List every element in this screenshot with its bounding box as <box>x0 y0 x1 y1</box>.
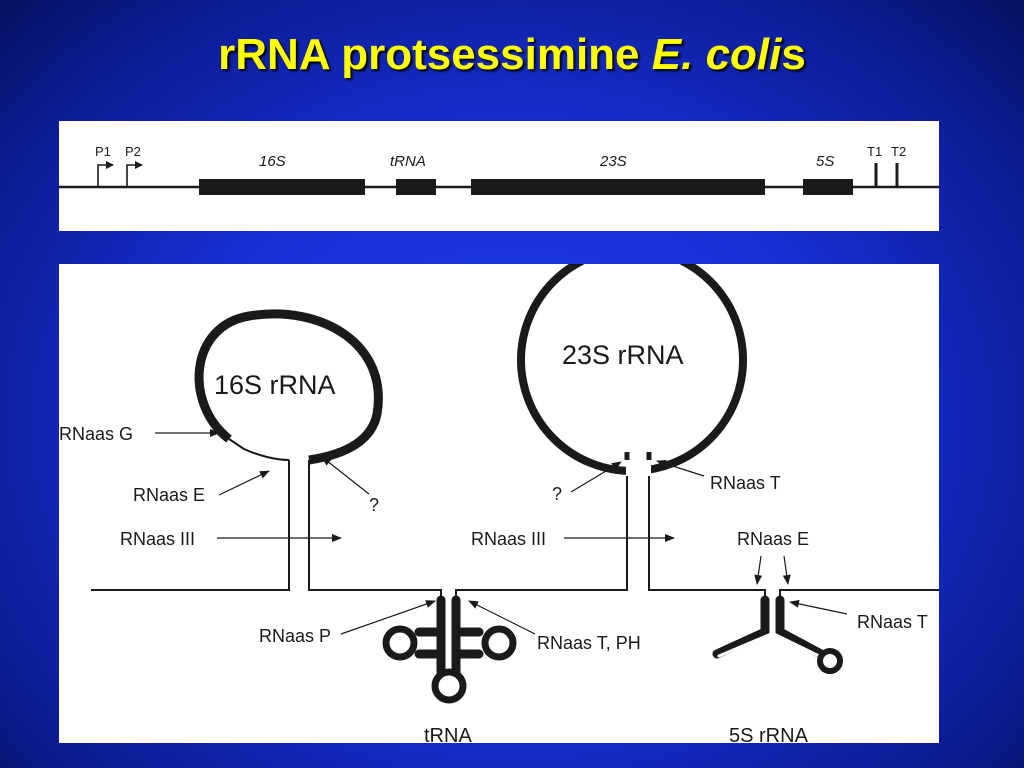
gene-23s-block <box>471 179 765 195</box>
label-rnase-t-ph: RNaas T, PH <box>537 633 641 653</box>
label-question-16s: ? <box>369 495 379 515</box>
trna-label: tRNA <box>424 725 472 743</box>
terminator-t1-label: T1 <box>867 144 882 159</box>
label-rnase-e-16s: RNaas E <box>133 485 205 505</box>
cleavage-arrows <box>155 429 848 635</box>
label-rnase-g: RNaas G <box>59 424 133 444</box>
gene-23s-label: 23S <box>599 153 627 170</box>
title-suffix: s <box>781 30 806 79</box>
terminator-t2-label: T2 <box>891 144 906 159</box>
processing-panel: 16S rRNA 23S rRNA tRNA 5S rRNA <box>59 264 939 743</box>
rrna-16s-loop: 16S rRNA <box>194 309 383 465</box>
slide-title: rRNA protsessimine E. colis <box>0 30 1024 80</box>
label-rnase-t-23s: RNaas T <box>710 473 781 493</box>
gene-16s-block <box>199 179 365 195</box>
rrna-23s-loop: 23S rRNA <box>517 264 747 476</box>
processing-diagram: 16S rRNA 23S rRNA tRNA 5S rRNA <box>59 264 939 743</box>
label-question-23s: ? <box>552 484 562 504</box>
promoter-p1: P1 <box>95 144 114 187</box>
gene-trna-label: tRNA <box>390 153 426 170</box>
title-main: rRNA protsessimine <box>218 30 652 79</box>
terminator-t1: T1 <box>867 144 882 187</box>
trna-structure: tRNA <box>382 595 517 743</box>
rrna-23s-label: 23S rRNA <box>562 340 684 370</box>
operon-map: P1 P2 16S tRNA 23S 5S T1 T2 <box>59 144 939 195</box>
rrna-16s-label: 16S rRNA <box>214 370 336 400</box>
label-rnase-e-5s: RNaas E <box>737 529 809 549</box>
terminator-t2: T2 <box>891 144 906 187</box>
transcript-backbone <box>91 454 939 600</box>
label-rnase-t-5s: RNaas T <box>857 612 928 632</box>
promoter-p2: P2 <box>125 144 143 187</box>
operon-map-panel: P1 P2 16S tRNA 23S 5S T1 T2 <box>59 121 939 231</box>
gene-5s-label: 5S <box>816 153 834 170</box>
promoter-p1-label: P1 <box>95 144 111 159</box>
rrna-5s-structure: 5S rRNA <box>712 595 843 743</box>
label-rnase-iii-left: RNaas III <box>120 529 195 549</box>
gene-trna-block <box>396 179 436 195</box>
promoter-p2-label: P2 <box>125 144 141 159</box>
gene-5s-block <box>803 179 853 195</box>
rrna-5s-label: 5S rRNA <box>729 725 809 743</box>
gene-16s-label: 16S <box>259 153 286 170</box>
title-species: E. coli <box>651 30 782 79</box>
label-rnase-p: RNaas P <box>259 626 331 646</box>
label-rnase-iii-right: RNaas III <box>471 529 546 549</box>
